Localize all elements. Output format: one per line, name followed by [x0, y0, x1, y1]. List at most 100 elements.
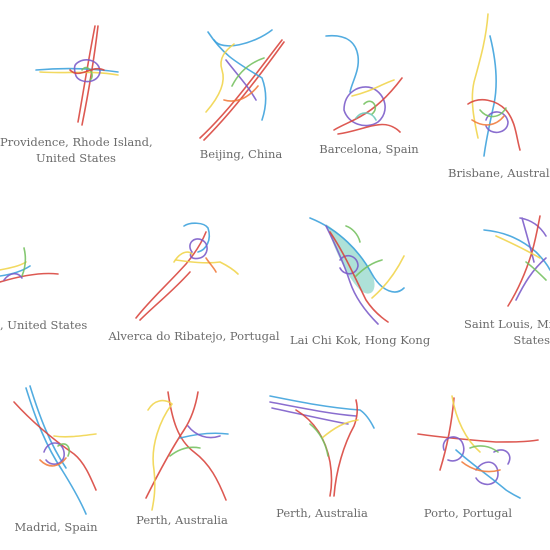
- road-blue: [207, 31, 267, 121]
- road-red: [333, 77, 403, 131]
- road-blue: [483, 229, 550, 271]
- road-blue: [483, 35, 497, 157]
- road-blue: [29, 385, 67, 469]
- label-row2-left: , United States: [0, 317, 88, 333]
- road-yellow: [321, 419, 359, 439]
- label-alverca: Alverca do Ribatejo, Portugal: [106, 328, 282, 344]
- road-purple: [269, 401, 357, 417]
- interchange-alverca: [135, 222, 239, 321]
- label-barcelona: Barcelona, Spain: [314, 141, 424, 157]
- road-green: [169, 446, 201, 457]
- interchange-providence: [35, 25, 119, 126]
- road-blue: [35, 67, 119, 73]
- label-line: States: [513, 333, 550, 347]
- label-perth2: Perth, Australia: [270, 505, 374, 521]
- label-line: Saint Louis, Miss: [464, 317, 550, 331]
- road-orange: [471, 115, 505, 126]
- road-green: [231, 57, 265, 87]
- road-red: [507, 215, 541, 307]
- road-purple: [493, 449, 511, 465]
- road-yellow: [205, 43, 235, 113]
- road-red: [199, 39, 283, 139]
- road-blue: [309, 217, 405, 293]
- road-green: [345, 225, 361, 243]
- label-line: Beijing, China: [199, 147, 283, 161]
- label-line: Perth, Australia: [276, 506, 368, 520]
- label-porto: Porto, Portugal: [416, 505, 520, 521]
- road-purple: [442, 436, 465, 462]
- road-yellow: [0, 261, 27, 271]
- label-line: Perth, Australia: [136, 513, 228, 527]
- road-green: [57, 443, 71, 457]
- label-providence: Providence, Rhode Island, United States: [0, 134, 153, 166]
- label-line: Providence, Rhode Island,: [0, 135, 153, 149]
- label-line: United States: [36, 151, 116, 165]
- road-blue: [0, 265, 31, 277]
- road-yellow: [147, 399, 173, 511]
- road-purple: [225, 59, 257, 101]
- road-orange: [39, 457, 67, 467]
- road-purple: [325, 225, 379, 325]
- interchange-stlouis: [483, 215, 550, 307]
- road-blue: [455, 449, 521, 499]
- road-red: [81, 25, 99, 126]
- label-line: Brisbane, Australia: [448, 166, 550, 180]
- road-red: [139, 271, 191, 321]
- road-green: [469, 445, 499, 453]
- road-purple: [485, 111, 509, 134]
- road-purple: [475, 461, 499, 486]
- road-green: [21, 247, 27, 277]
- road-orange: [461, 461, 501, 473]
- area-teal: [326, 224, 375, 294]
- road-purple: [519, 217, 547, 263]
- interchange-perth1: [145, 391, 229, 511]
- road-teal: [355, 112, 377, 121]
- road-red: [439, 397, 455, 471]
- road-red: [333, 399, 359, 497]
- road-red: [467, 98, 521, 151]
- interchange-laichikok: [309, 217, 405, 325]
- road-red: [417, 433, 539, 443]
- interchange-porto: [417, 395, 539, 499]
- road-red: [69, 67, 105, 75]
- road-red: [337, 123, 401, 135]
- road-purple: [73, 59, 101, 83]
- road-blue: [325, 34, 360, 93]
- road-blue: [25, 387, 87, 515]
- road-purple: [187, 425, 221, 439]
- road-yellow: [371, 255, 405, 299]
- road-green: [525, 261, 547, 281]
- road-yellow: [495, 235, 541, 259]
- road-red: [295, 409, 333, 497]
- road-yellow: [173, 251, 193, 263]
- road-red: [329, 231, 389, 323]
- road-red: [145, 391, 199, 499]
- road-purple: [339, 254, 359, 275]
- interchange-perth2: [269, 395, 375, 497]
- road-purple: [343, 86, 386, 127]
- road-purple: [3, 272, 23, 281]
- interchange-row2-left: [0, 247, 59, 283]
- road-red: [0, 272, 59, 283]
- label-brisbane: Brisbane, Australia: [448, 165, 550, 181]
- road-yellow: [39, 71, 119, 76]
- interchange-madrid: [13, 385, 97, 515]
- road-yellow: [53, 433, 97, 438]
- label-line: Porto, Portugal: [423, 506, 513, 520]
- road-red: [135, 231, 207, 319]
- road-yellow: [451, 395, 481, 453]
- road-purple: [515, 257, 547, 301]
- road-green: [479, 107, 507, 118]
- road-purple: [189, 238, 208, 260]
- road-yellow: [351, 79, 395, 97]
- label-line: , United States: [0, 318, 88, 332]
- label-beijing: Beijing, China: [186, 146, 296, 162]
- road-red: [167, 391, 227, 501]
- road-red: [77, 25, 96, 123]
- label-madrid: Madrid, Spain: [8, 519, 104, 535]
- road-yellow: [175, 259, 239, 275]
- road-purple: [43, 442, 65, 465]
- road-red: [13, 401, 97, 491]
- road-orange: [205, 257, 217, 273]
